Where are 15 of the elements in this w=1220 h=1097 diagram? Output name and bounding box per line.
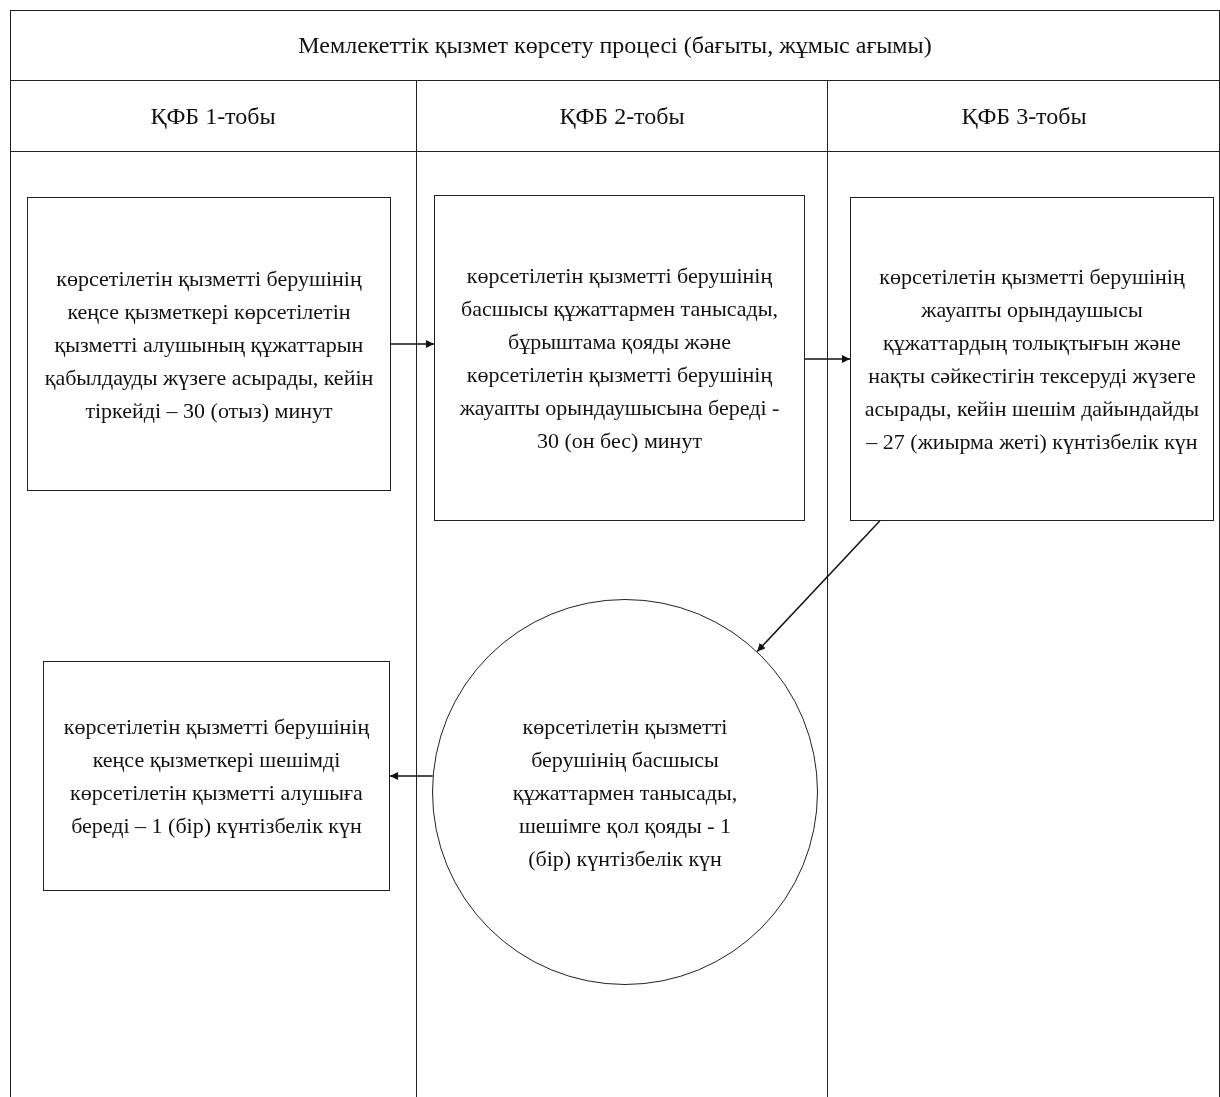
process-circle: көрсетілетін қызметті берушінің басшысы құжаттармен танысады, шешімге қол қояды - 1 (бір) күнтізбелік күн bbox=[432, 599, 818, 985]
process-box: көрсетілетін қызметті берушінің кеңсе қызметкері көрсетілетін қызметті алушының құжаттарын қабылдауды жүзеге асырады, кейін тіркейді – 30 (отыз) минут bbox=[27, 197, 391, 491]
swimlane bbox=[417, 80, 828, 1097]
arrow bbox=[390, 340, 435, 348]
arrow bbox=[389, 772, 434, 780]
diagram-title: Мемлекеттік қызмет көрсету процесі (бағыты, жұмыс ағымы) bbox=[297, 31, 933, 60]
arrow bbox=[756, 520, 881, 653]
lane-header: ҚФБ 1-тобы bbox=[10, 81, 416, 152]
process-box: көрсетілетін қызметті берушінің кеңсе қызметкері шешімді көрсетілетін қызметті алушыға береді – 1 (бір) күнтізбелік күн bbox=[43, 661, 390, 891]
arrow bbox=[804, 355, 851, 363]
lane-header: ҚФБ 3-тобы bbox=[828, 81, 1220, 152]
swimlane bbox=[10, 80, 417, 1097]
process-box: көрсетілетін қызметті берушінің жауапты орындаушысы құжаттардың толықтығын және нақты сәйкестігін тексеруді жүзеге асырады, кейін шешім дайындайды – 27 (жиырма жеті) күнтізбелік күн bbox=[850, 197, 1214, 521]
lane-header: ҚФБ 2-тобы bbox=[417, 81, 827, 152]
process-box: көрсетілетін қызметті берушінің басшысы құжаттармен танысады, бұрыштама қояды және көрсетілетін қызметті берушінің жауапты орындаушысына береді - 30 (он бес) минут bbox=[434, 195, 805, 521]
